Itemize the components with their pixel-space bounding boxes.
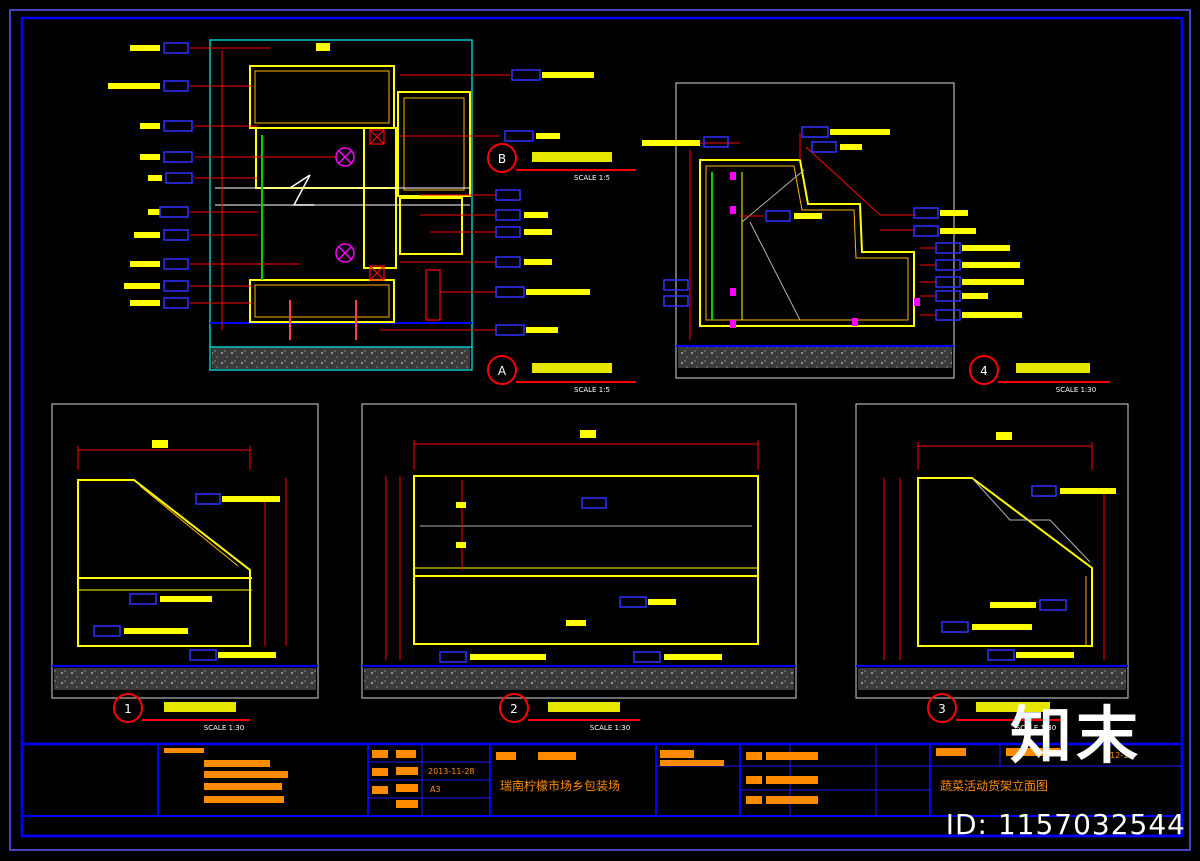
view-marker-a bbox=[487, 355, 636, 385]
view-labels: B SCALE 1:5 A SCALE 1:5 4 SCALE 1:30 1 S… bbox=[124, 152, 1096, 732]
marker-3-text: 3 bbox=[938, 702, 946, 716]
marker-b-scale: SCALE 1:5 bbox=[574, 174, 610, 182]
view-marker-2 bbox=[499, 693, 640, 723]
marker-a-text: A bbox=[498, 364, 507, 378]
view-marker-3 bbox=[927, 693, 1066, 723]
title-block: 2013-11-28 A3 瑞南柠檬市场乡包装场 12-11 蔬菜活动货架立面图 bbox=[20, 742, 1184, 838]
marker-2-scale: SCALE 1:30 bbox=[590, 724, 630, 732]
view-3-elevation bbox=[855, 403, 1129, 699]
view-marker-b bbox=[487, 143, 636, 173]
marker-2-text: 2 bbox=[510, 702, 518, 716]
view-1-elevation bbox=[51, 403, 319, 699]
detail-a-b bbox=[108, 39, 594, 371]
view-marker-4 bbox=[969, 355, 1110, 385]
marker-4-scale: SCALE 1:30 bbox=[1056, 386, 1096, 394]
marker-b-text: B bbox=[498, 152, 506, 166]
title-sheet-size: A3 bbox=[430, 785, 441, 794]
marker-4-text: 4 bbox=[980, 364, 988, 378]
marker-a-scale: SCALE 1:5 bbox=[574, 386, 610, 394]
view-2-elevation bbox=[361, 403, 797, 699]
marker-3-scale: SCALE 1:30 bbox=[1016, 724, 1056, 732]
view-marker-1 bbox=[113, 693, 250, 723]
marker-1-text: 1 bbox=[124, 702, 132, 716]
title-project: 瑞南柠檬市场乡包装场 bbox=[500, 778, 620, 793]
watermark-image-id: ID: 1157032544 bbox=[945, 808, 1186, 841]
title-drawing-name: 蔬菜活动货架立面图 bbox=[940, 778, 1048, 793]
title-date: 2013-11-28 bbox=[428, 767, 475, 776]
callouts-a-b bbox=[108, 42, 594, 336]
view-4-section bbox=[642, 82, 1024, 379]
title-drawing-no: 12-11 bbox=[1110, 751, 1133, 760]
watermark-logo: 知末 bbox=[1009, 699, 1142, 772]
marker-1-scale: SCALE 1:30 bbox=[204, 724, 244, 732]
